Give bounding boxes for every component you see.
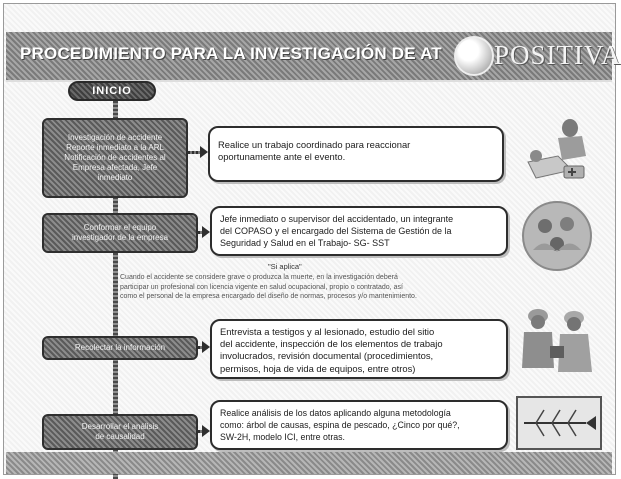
- fishbone-illustration: [516, 396, 602, 450]
- step-2-desc-line-2: del COPASO y el encargado del Sistema de…: [220, 226, 452, 236]
- note-text: Cuando el accidente se considere grave o…: [120, 273, 606, 302]
- step-1-line-3: Notificación de accidentes al: [64, 153, 166, 162]
- step-3-description: Entrevista a testigos y al lesionado, es…: [210, 319, 508, 379]
- step-4-desc-line-3: SW-2H, modelo ICI, entre otras.: [220, 432, 345, 442]
- step-4-arrow-icon: [202, 425, 210, 437]
- step-4-line-1: Desarrollar el análisis: [81, 422, 159, 431]
- step-1-arrow-icon: [200, 146, 208, 158]
- step-3-desc-line-3: involucrados, revisión documental (proce…: [220, 350, 434, 362]
- step-2-line-1: Conformar el equipo: [83, 223, 157, 232]
- step-3-desc-line-4: permisos, hoja de vida de equipos, entre…: [220, 362, 416, 374]
- step-2-desc-line-3: Seguridad y Salud en el Trabajo- SG- SST: [220, 238, 390, 248]
- step-2-desc-line-1: Jefe inmediato o supervisor del accident…: [220, 214, 454, 224]
- step-3-desc-line-1: Entrevista a testigos y al lesionado, es…: [220, 326, 435, 337]
- step-1-box: Investigación de accidente Reporte inmed…: [42, 118, 188, 198]
- logo-text: POSITIVA: [494, 40, 621, 70]
- step-2-line-2: investigador de la empresa: [71, 233, 169, 242]
- step-1-desc-line-2: oportunamente ante el evento.: [218, 151, 346, 162]
- note-title: "Si aplica": [268, 262, 302, 271]
- positiva-logo: POSITIVA: [454, 36, 621, 76]
- step-2-connector: [198, 231, 204, 234]
- step-2-box: Conformar el equipo investigador de la e…: [42, 213, 198, 253]
- step-1-line-1: Investigación de accidente: [67, 133, 163, 142]
- slide-title: PROCEDIMIENTO PARA LA INVESTIGACIÓN DE A…: [20, 44, 442, 63]
- first-aid-illustration: [527, 119, 586, 179]
- step-1-connector: [188, 151, 202, 154]
- title-banner: PROCEDIMIENTO PARA LA INVESTIGACIÓN DE A…: [6, 32, 621, 82]
- step-1-line-4: Empresa afectada, Jefe: [72, 163, 158, 172]
- step-4-box: Desarrollar el análisis de causalidad: [42, 414, 198, 450]
- step-2-arrow-icon: [202, 226, 210, 238]
- step-3-connector: [198, 346, 204, 349]
- step-3-box: Recolectar la información: [42, 336, 198, 360]
- team-photo-illustration: [522, 201, 592, 271]
- step-3-desc-line-2: del accidente, inspección de los element…: [220, 338, 443, 350]
- bottom-band: [6, 452, 612, 474]
- step-4-connector: [198, 430, 204, 433]
- step-3-line-1: Recolectar la información: [74, 343, 166, 352]
- step-1-desc-line-1: Realice un trabajo coordinado para reacc…: [218, 139, 411, 150]
- note-line-2: participar un profesional con licencia v…: [120, 283, 403, 291]
- step-1-description: Realice un trabajo coordinado para reacc…: [208, 126, 504, 182]
- step-4-line-2: de causalidad: [95, 432, 145, 441]
- workers-illustration: [522, 309, 592, 372]
- flow-spine: [113, 94, 118, 479]
- start-node: INICIO: [68, 81, 156, 101]
- step-4-desc-line-1: Realice análisis de los datos aplicando …: [220, 408, 451, 418]
- step-4-desc-line-2: como: árbol de causas, espina de pescado…: [220, 420, 460, 430]
- step-2-description: Jefe inmediato o supervisor del accident…: [210, 206, 508, 256]
- step-3-arrow-icon: [202, 341, 210, 353]
- logo-emblem-icon: [454, 36, 494, 76]
- step-1-line-2: Reporte inmediato a la ARL: [66, 143, 164, 152]
- step-4-description: Realice análisis de los datos aplicando …: [210, 400, 508, 450]
- step-1-line-5: inmediato: [97, 173, 133, 182]
- note-line-3: como el personal de la empresa encargado…: [120, 293, 417, 300]
- note-line-1: Cuando el accidente se considere grave o…: [120, 274, 398, 281]
